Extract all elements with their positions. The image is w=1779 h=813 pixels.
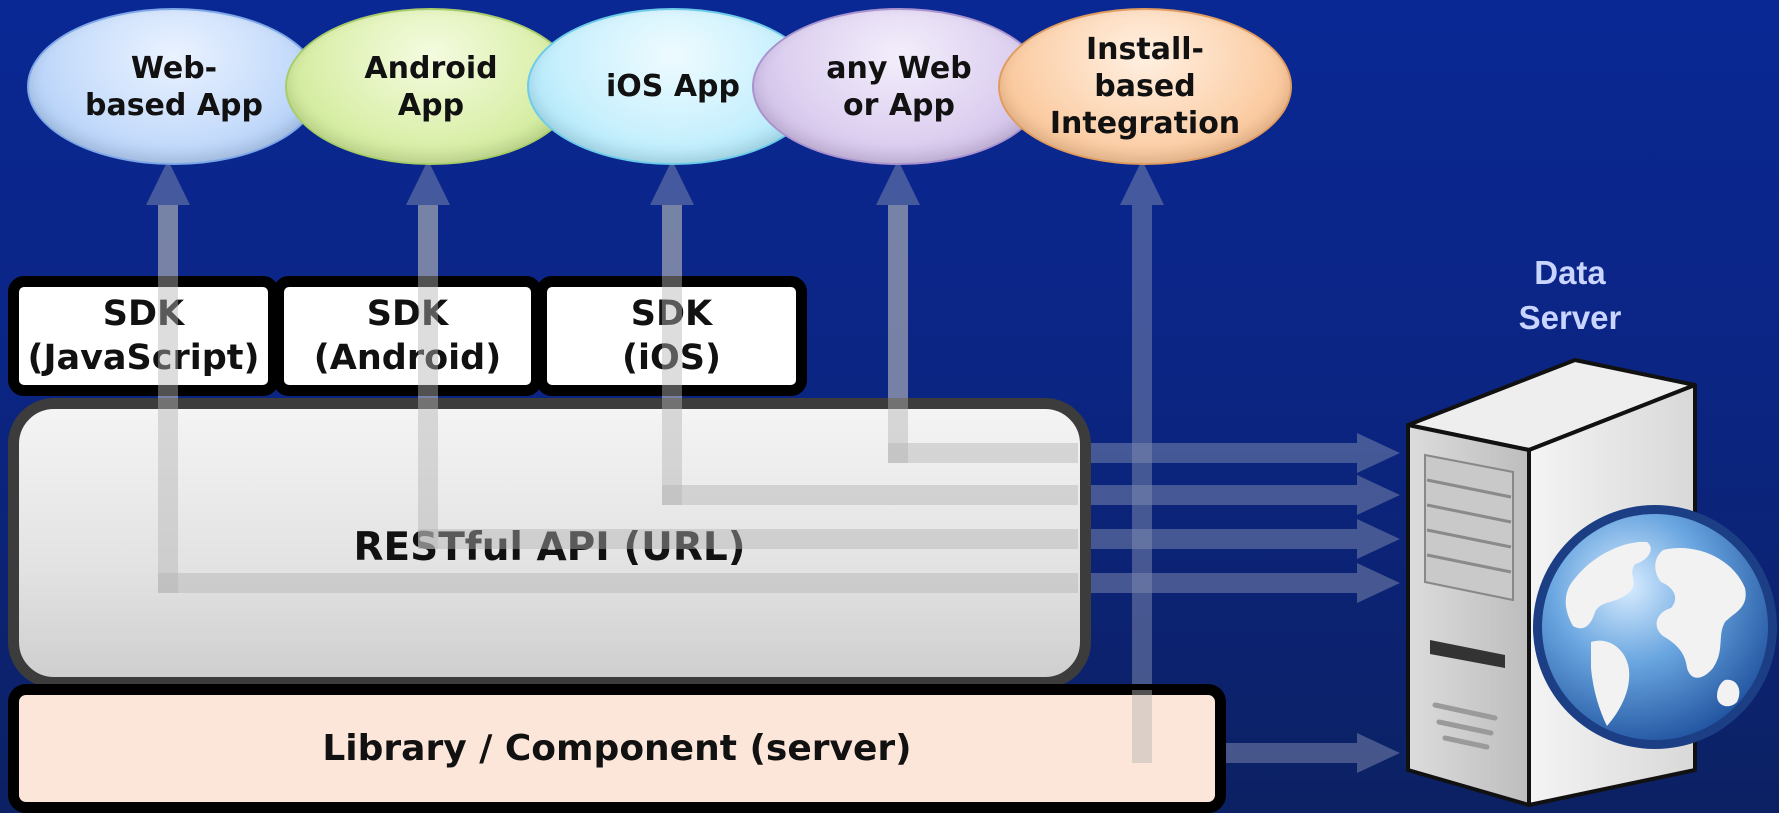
client-install-based-integration: Install- based Integration — [998, 8, 1292, 165]
sdk-ios: SDK (iOS) — [536, 276, 807, 396]
client-web-based-app: Web- based App — [27, 8, 321, 165]
library-component-label: Library / Component (server) — [322, 728, 912, 769]
restful-api-label: RESTful API (URL) — [353, 524, 746, 570]
data-server-label: Data Server — [1518, 254, 1622, 336]
restful-api-layer: RESTful API (URL) — [8, 398, 1091, 688]
sdk-android: SDK (Android) — [273, 276, 542, 396]
client-any-web-or-app: any Web or App — [752, 8, 1046, 165]
server-globe-icon — [1406, 358, 1777, 807]
sdk-javascript: SDK (JavaScript) — [8, 276, 279, 396]
library-component-layer: Library / Component (server) — [8, 684, 1226, 813]
